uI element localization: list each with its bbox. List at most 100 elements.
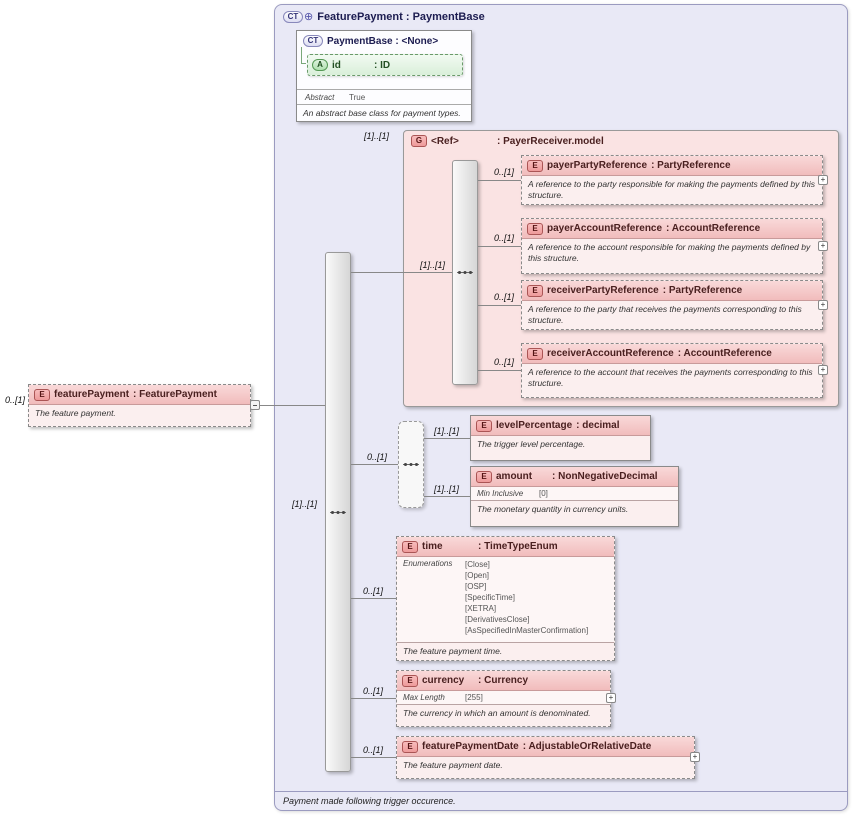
element-type: : PartyReference bbox=[662, 285, 743, 296]
element-header: E featurePaymentDate : AdjustableOrRelat… bbox=[397, 737, 694, 757]
element-icon: E bbox=[476, 470, 492, 483]
element-name: featurePaymentDate bbox=[422, 741, 519, 752]
connector-line bbox=[251, 405, 325, 406]
cardinality-label: 0..[1] bbox=[494, 357, 515, 367]
diagram-annotation: Payment made following trigger occurence… bbox=[275, 791, 847, 810]
element-icon: E bbox=[476, 419, 492, 432]
connector-line bbox=[351, 272, 452, 273]
cardinality-label: [1]..[1] bbox=[434, 484, 460, 494]
connector-line bbox=[478, 305, 521, 306]
element-receiverPartyReference[interactable]: E receiverPartyReference : PartyReferenc… bbox=[521, 280, 823, 330]
enumeration-values: [Close] [Open] [OSP] [SpecificTime] [XET… bbox=[465, 559, 588, 636]
inner-compositor[interactable] bbox=[398, 421, 424, 508]
cardinality-label: 0..[1] bbox=[363, 745, 384, 755]
element-type: : decimal bbox=[576, 420, 620, 431]
element-header: E levelPercentage : decimal bbox=[471, 416, 650, 436]
element-name: time bbox=[422, 541, 443, 552]
collapse-handle[interactable] bbox=[250, 400, 260, 410]
connector-line bbox=[478, 370, 521, 371]
element-currency[interactable]: E currency : Currency Max Length [255] T… bbox=[396, 670, 611, 727]
sequence-icon bbox=[330, 508, 346, 517]
attribute-connector-line bbox=[301, 63, 306, 64]
element-header: E payerAccountReference : AccountReferen… bbox=[522, 219, 822, 239]
element-name: amount bbox=[496, 471, 533, 482]
expand-icon[interactable]: + bbox=[606, 693, 616, 703]
element-header: E payerPartyReference : PartyReference bbox=[522, 156, 822, 176]
element-header: E receiverPartyReference : PartyReferenc… bbox=[522, 281, 822, 301]
element-header: E currency : Currency bbox=[397, 671, 610, 691]
element-payerPartyReference[interactable]: E payerPartyReference : PartyReference A… bbox=[521, 155, 823, 205]
facet-value: [255] bbox=[465, 693, 483, 702]
element-amount[interactable]: E amount : NonNegativeDecimal Min Inclus… bbox=[470, 466, 679, 527]
connector-line bbox=[351, 698, 396, 699]
element-receiverAccountReference[interactable]: E receiverAccountReference : AccountRefe… bbox=[521, 343, 823, 398]
element-description: A reference to the account that receives… bbox=[528, 367, 813, 388]
facet-label: Max Length bbox=[403, 693, 445, 702]
element-description: The monetary quantity in currency units. bbox=[477, 504, 629, 514]
connector-line bbox=[478, 180, 521, 181]
facet-label: Min Inclusive bbox=[477, 489, 524, 498]
cardinality-label: 0..[1] bbox=[363, 586, 384, 596]
connector-line bbox=[424, 496, 470, 497]
element-time[interactable]: E time : TimeTypeEnum Enumerations [Clos… bbox=[396, 536, 615, 661]
element-description: A reference to the party that receives t… bbox=[528, 304, 802, 325]
element-icon: E bbox=[527, 222, 543, 235]
element-icon: E bbox=[527, 347, 543, 360]
element-name: currency bbox=[422, 675, 465, 686]
element-name: featurePayment bbox=[54, 389, 130, 400]
paymentbase-description: An abstract base class for payment types… bbox=[297, 104, 471, 121]
element-icon: E bbox=[527, 284, 543, 297]
expand-icon[interactable]: + bbox=[818, 365, 828, 375]
element-header: E amount : NonNegativeDecimal bbox=[471, 467, 678, 487]
enum-value: [SpecificTime] bbox=[465, 593, 515, 602]
element-type: : PartyReference bbox=[651, 160, 731, 171]
facet-value: [0] bbox=[539, 489, 548, 498]
element-description: A reference to the party responsible for… bbox=[528, 179, 815, 200]
expand-icon[interactable]: + bbox=[818, 175, 828, 185]
expand-icon[interactable]: + bbox=[690, 752, 700, 762]
connector-line bbox=[351, 464, 398, 465]
element-description: A reference to the account responsible f… bbox=[528, 242, 811, 263]
element-type: : AccountReference bbox=[666, 223, 761, 234]
element-header: E receiverAccountReference : AccountRefe… bbox=[522, 344, 822, 364]
paymentbase-box[interactable]: CT PaymentBase : <None> A id : ID Abstra… bbox=[296, 30, 472, 122]
attribute-area: A id : ID bbox=[297, 51, 471, 89]
element-payerAccountReference[interactable]: E payerAccountReference : AccountReferen… bbox=[521, 218, 823, 274]
element-name: receiverAccountReference bbox=[547, 348, 674, 359]
attribute-connector-line bbox=[301, 47, 302, 64]
element-description: The currency in which an amount is denom… bbox=[403, 708, 591, 718]
element-featurePayment[interactable]: E featurePayment : FeaturePayment The fe… bbox=[28, 384, 251, 427]
element-type: : AccountReference bbox=[677, 348, 772, 359]
complex-type-icon: CT bbox=[303, 35, 323, 47]
cardinality-label: [1]..[1] bbox=[420, 260, 446, 270]
expand-icon[interactable]: + bbox=[818, 300, 828, 310]
sequence-compositor[interactable] bbox=[325, 252, 351, 772]
attribute-id[interactable]: A id : ID bbox=[307, 54, 463, 76]
element-name: payerAccountReference bbox=[547, 223, 663, 234]
group-icon: G bbox=[411, 135, 427, 147]
enum-value: [Open] bbox=[465, 571, 490, 580]
facet-label: Abstract bbox=[305, 93, 335, 102]
derivation-icon: ⊕ bbox=[304, 10, 314, 23]
connector-line bbox=[351, 598, 396, 599]
group-type: : PayerReceiver.model bbox=[497, 135, 604, 147]
complex-type-header: CT ⊕ FeaturePayment : PaymentBase bbox=[275, 5, 847, 29]
cardinality-label: 0..[1] bbox=[494, 167, 515, 177]
element-description: The feature payment date. bbox=[403, 760, 503, 770]
attribute-name: id bbox=[332, 59, 341, 71]
element-header: E time : TimeTypeEnum bbox=[397, 537, 614, 557]
expand-icon[interactable]: + bbox=[818, 241, 828, 251]
element-levelPercentage[interactable]: E levelPercentage : decimal The trigger … bbox=[470, 415, 651, 461]
element-icon: E bbox=[402, 674, 418, 687]
attribute-type: : ID bbox=[374, 59, 391, 71]
element-featurePaymentDate[interactable]: E featurePaymentDate : AdjustableOrRelat… bbox=[396, 736, 695, 779]
complex-type-icon: CT bbox=[283, 11, 303, 23]
element-type: : NonNegativeDecimal bbox=[552, 471, 658, 482]
element-icon: E bbox=[34, 388, 50, 401]
max-length-facet: Max Length [255] bbox=[397, 691, 610, 705]
element-icon: E bbox=[527, 159, 543, 172]
cardinality-label: 0..[1] bbox=[363, 686, 384, 696]
cardinality-label: [1]..[1] bbox=[292, 499, 318, 509]
group-sequence-compositor[interactable] bbox=[452, 160, 478, 385]
